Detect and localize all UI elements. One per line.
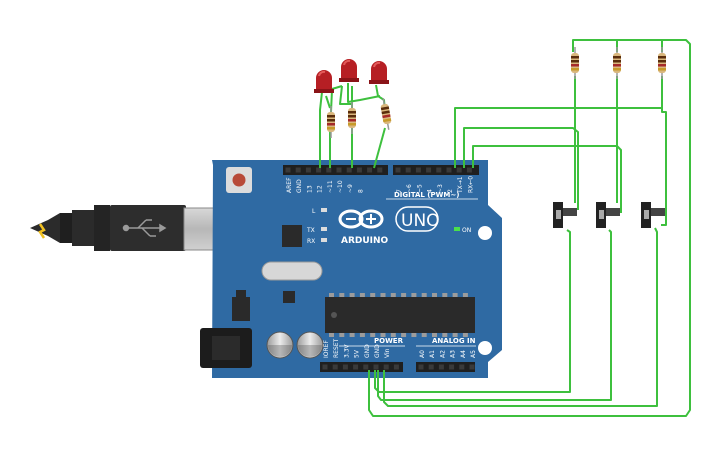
- power-pin-label-3: 5V: [354, 349, 361, 358]
- analog-pin-label-0: A0: [419, 350, 426, 358]
- power-pin-label-6: Vin: [384, 348, 391, 358]
- power-pin-label-5: GND: [374, 344, 381, 358]
- digital-pin-label-left-2: 13: [306, 185, 313, 193]
- mount-hole: [478, 226, 492, 240]
- regulator: [232, 297, 250, 321]
- reset-button-cap[interactable]: [232, 173, 246, 187]
- on-led: [454, 227, 460, 231]
- resistor: [571, 47, 579, 79]
- wire: [472, 145, 622, 213]
- resistor: [658, 47, 666, 79]
- digital-pin-label-right-4: ~3: [437, 184, 444, 193]
- power-pin-label-1: RESET: [333, 338, 340, 358]
- wire: [454, 107, 662, 168]
- arduino-logo: [338, 209, 384, 229]
- wire: [347, 83, 381, 103]
- digital-header-left: [283, 165, 388, 175]
- red-led: [339, 59, 359, 82]
- on-label: ON: [462, 227, 471, 234]
- switch-group: [553, 202, 665, 228]
- digital-pin-label-left-7: 8: [357, 189, 364, 193]
- resistor: [348, 102, 356, 134]
- slide-switch[interactable]: [596, 202, 620, 228]
- crystal: [261, 261, 323, 281]
- digital-pin-label-left-0: AREF: [286, 177, 293, 193]
- digital-pin-label-right-1: ~6: [406, 184, 413, 193]
- led-group: [314, 59, 389, 93]
- wire: [383, 227, 658, 407]
- digital-pin-label-right-5: 2: [447, 189, 454, 193]
- analog-pin-label-1: A1: [429, 350, 436, 358]
- power-header: [320, 362, 403, 372]
- analog-pin-label-3: A3: [450, 350, 457, 358]
- analog-header: [416, 362, 475, 372]
- power-header-label: POWER: [374, 337, 404, 345]
- digital-pin-label-left-1: GND: [296, 179, 303, 193]
- label-tx: TX: [306, 227, 315, 234]
- red-led: [314, 70, 334, 93]
- digital-header-label: DIGITAL (PWM~): [394, 191, 459, 199]
- usb-icon: [122, 219, 167, 237]
- analog-pin-label-4: A4: [460, 350, 467, 358]
- digital-header-right: [393, 165, 479, 175]
- slide-switch[interactable]: [553, 202, 577, 228]
- digital-pin-label-left-3: 12: [317, 185, 324, 193]
- wire: [661, 76, 667, 226]
- capacitor: [296, 331, 324, 359]
- small-chip: [282, 225, 302, 247]
- analog-pin-label-5: A5: [470, 350, 477, 358]
- led-tx: [321, 227, 327, 231]
- wire-gnd-bus: [368, 39, 691, 417]
- mount-hole: [478, 341, 492, 355]
- capacitor: [266, 331, 294, 359]
- digital-pin-label-left-6: ~9: [347, 184, 354, 193]
- model-label: UNO: [401, 211, 440, 231]
- wires: [319, 39, 691, 417]
- power-pin-label-2: 3.3V: [343, 343, 350, 358]
- wire: [377, 229, 612, 401]
- digital-pin-label-right-2: ~5: [416, 184, 423, 193]
- wire: [374, 229, 571, 393]
- wire: [325, 95, 331, 109]
- analog-pin-label-2: A2: [439, 350, 446, 358]
- usb-cable: [30, 205, 217, 251]
- wire: [373, 127, 386, 169]
- slide-switch[interactable]: [641, 202, 665, 228]
- digital-pin-label-right-7: RX←0: [467, 176, 474, 193]
- resistor: [613, 47, 621, 79]
- digital-pin-label-right-0: 7: [396, 189, 403, 193]
- digital-pin-label-right-6: TX→1: [457, 176, 464, 194]
- resistor: [327, 106, 335, 138]
- usb-port: [183, 207, 217, 251]
- wire: [319, 91, 323, 168]
- digital-pin-label-right-3: 4: [427, 189, 434, 193]
- brand-label: ARDUINO: [341, 236, 389, 246]
- wire: [329, 89, 333, 168]
- red-led: [369, 61, 389, 84]
- label-l: L: [312, 208, 316, 215]
- uno-badge: [395, 206, 439, 232]
- resistor-group: [327, 47, 666, 138]
- resistor: [380, 98, 392, 130]
- wire: [463, 127, 579, 210]
- power-pin-label-4: GND: [364, 344, 371, 358]
- led-rx: [321, 238, 327, 242]
- analog-header-label: ANALOG IN: [432, 337, 476, 345]
- led-l: [321, 208, 327, 212]
- digital-pin-label-left-5: ~10: [337, 180, 344, 193]
- label-rx: RX: [307, 238, 315, 245]
- power-pin-label-0: IOREF: [323, 340, 330, 358]
- atmega-chip: [325, 297, 475, 333]
- wire: [339, 85, 353, 168]
- digital-pin-label-left-4: ~11: [327, 180, 334, 193]
